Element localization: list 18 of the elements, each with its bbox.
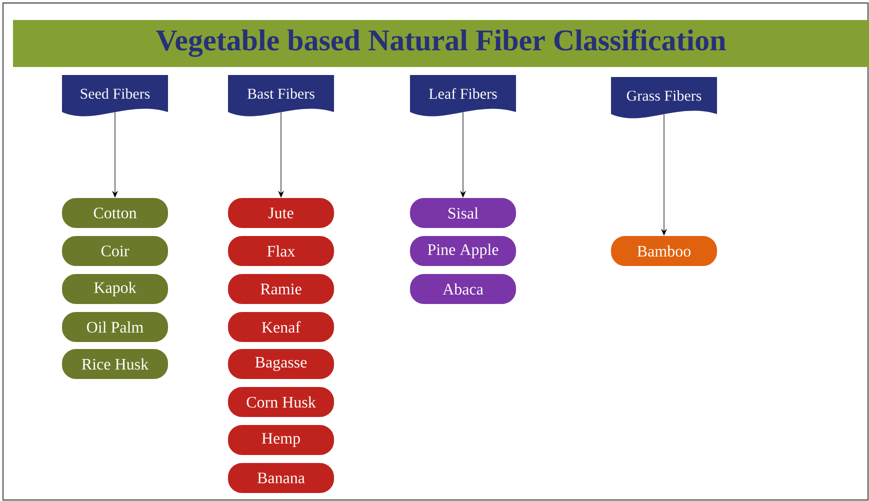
- rounded-box: Jute: [228, 198, 334, 228]
- rounded-box: Ramie: [228, 274, 334, 304]
- rounded-box: Kapok: [62, 274, 168, 304]
- rounded-box: Pine Apple: [410, 236, 516, 266]
- title-band: Vegetable based Natural Fiber Classification: [13, 20, 869, 67]
- rounded-box: Oil Palm: [62, 312, 168, 342]
- rounded-box: Flax: [228, 236, 334, 266]
- rounded-box: Bamboo: [611, 236, 717, 266]
- rounded-box: Banana: [228, 463, 334, 493]
- rounded-box: Cotton: [62, 198, 168, 228]
- rounded-box: Corn Husk: [228, 387, 334, 417]
- rounded-box: Bagasse: [228, 349, 334, 379]
- rounded-box: Sisal: [410, 198, 516, 228]
- rounded-box: Rice Husk: [62, 349, 168, 379]
- rounded-box: Hemp: [228, 425, 334, 455]
- rounded-box: Kenaf: [228, 312, 334, 342]
- rounded-box: Abaca: [410, 274, 516, 304]
- rounded-box: Coir: [62, 236, 168, 266]
